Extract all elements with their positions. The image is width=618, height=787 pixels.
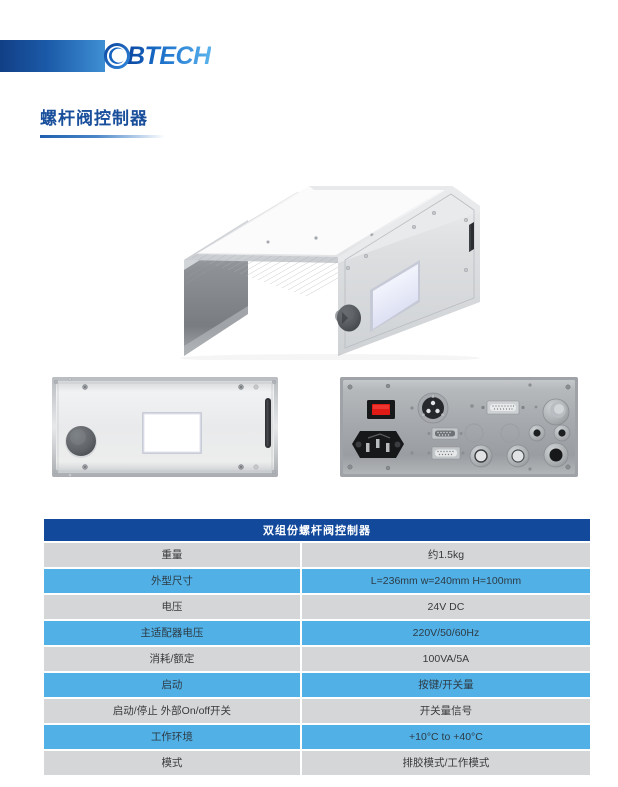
logo-wordmark: BTECH	[127, 41, 211, 70]
power-rocker-switch	[367, 400, 395, 419]
db9-connector-lower	[427, 446, 465, 460]
spec-label: 重量	[44, 543, 302, 567]
bottom-round-connectors	[469, 442, 569, 468]
blank-recesses	[464, 423, 520, 443]
table-row: 启动 按键/开关量	[44, 673, 590, 697]
spec-table-body: 双组份螺杆阀控制器 重量 约1.5kg 外型尺寸 L=236mm w=240mm…	[44, 519, 590, 775]
knurled-connector	[542, 398, 570, 426]
page-header: BTECH	[0, 0, 618, 95]
db15-connector	[481, 400, 525, 415]
spec-value: +10°C to +40°C	[301, 725, 590, 749]
front-panel-lcd	[142, 412, 202, 454]
crescent-star-circle-icon	[104, 43, 130, 69]
front-panel-flat-view	[52, 377, 278, 477]
table-row: 启动/停止 外部On/off开关 开关量信号	[44, 699, 590, 723]
spec-label: 消耗/额定	[44, 647, 302, 671]
spec-label: 模式	[44, 751, 302, 775]
title-block: 螺杆阀控制器	[40, 108, 340, 138]
front-panel-screws	[54, 377, 277, 477]
table-row: 工作环境 +10°C to +40°C	[44, 725, 590, 749]
spec-label: 电压	[44, 595, 302, 619]
spec-table-header-row: 双组份螺杆阀控制器	[44, 519, 590, 541]
table-row: 外型尺寸 L=236mm w=240mm H=100mm	[44, 569, 590, 593]
page-title: 螺杆阀控制器	[40, 109, 148, 128]
spec-value: L=236mm w=240mm H=100mm	[301, 569, 590, 593]
spec-value: 约1.5kg	[301, 543, 590, 567]
db9-connector-upper	[427, 427, 463, 440]
spec-value: 100VA/5A	[301, 647, 590, 671]
front-panel-knob	[65, 426, 97, 458]
table-row: 电压 24V DC	[44, 595, 590, 619]
rotary-knob	[335, 304, 361, 332]
rear-panel-flat-view	[340, 377, 578, 477]
spec-value: 220V/50/60Hz	[301, 621, 590, 645]
spec-label: 启动/停止 外部On/off开关	[44, 699, 302, 723]
spec-value: 排胶模式/工作模式	[301, 751, 590, 775]
panel-views	[0, 365, 618, 490]
specification-table: 双组份螺杆阀控制器 重量 约1.5kg 外型尺寸 L=236mm w=240mm…	[44, 517, 590, 777]
round-jack-pair	[528, 424, 571, 442]
spec-value: 24V DC	[301, 595, 590, 619]
spec-value: 开关量信号	[301, 699, 590, 723]
front-panel-side-strip	[265, 398, 271, 448]
title-underline	[40, 135, 165, 138]
xlr-connector	[417, 392, 449, 424]
hero-product-image	[0, 150, 618, 362]
brand-logo: BTECH	[104, 41, 211, 71]
enclosure-top-panel	[196, 186, 452, 257]
table-row: 模式 排胶模式/工作模式	[44, 751, 590, 775]
enclosure-front-panel	[335, 186, 480, 356]
spec-table-title: 双组份螺杆阀控制器	[44, 519, 590, 541]
lcd-display	[370, 260, 420, 332]
rear-panel-screws	[347, 383, 571, 471]
header-accent-bar	[0, 40, 105, 72]
spec-label: 启动	[44, 673, 302, 697]
spec-label: 外型尺寸	[44, 569, 302, 593]
table-row: 主适配器电压 220V/50/60Hz	[44, 621, 590, 645]
iec-power-inlet	[352, 431, 404, 458]
spec-label: 工作环境	[44, 725, 302, 749]
table-row: 重量 约1.5kg	[44, 543, 590, 567]
spec-value: 按键/开关量	[301, 673, 590, 697]
spec-label: 主适配器电压	[44, 621, 302, 645]
table-row: 消耗/额定 100VA/5A	[44, 647, 590, 671]
